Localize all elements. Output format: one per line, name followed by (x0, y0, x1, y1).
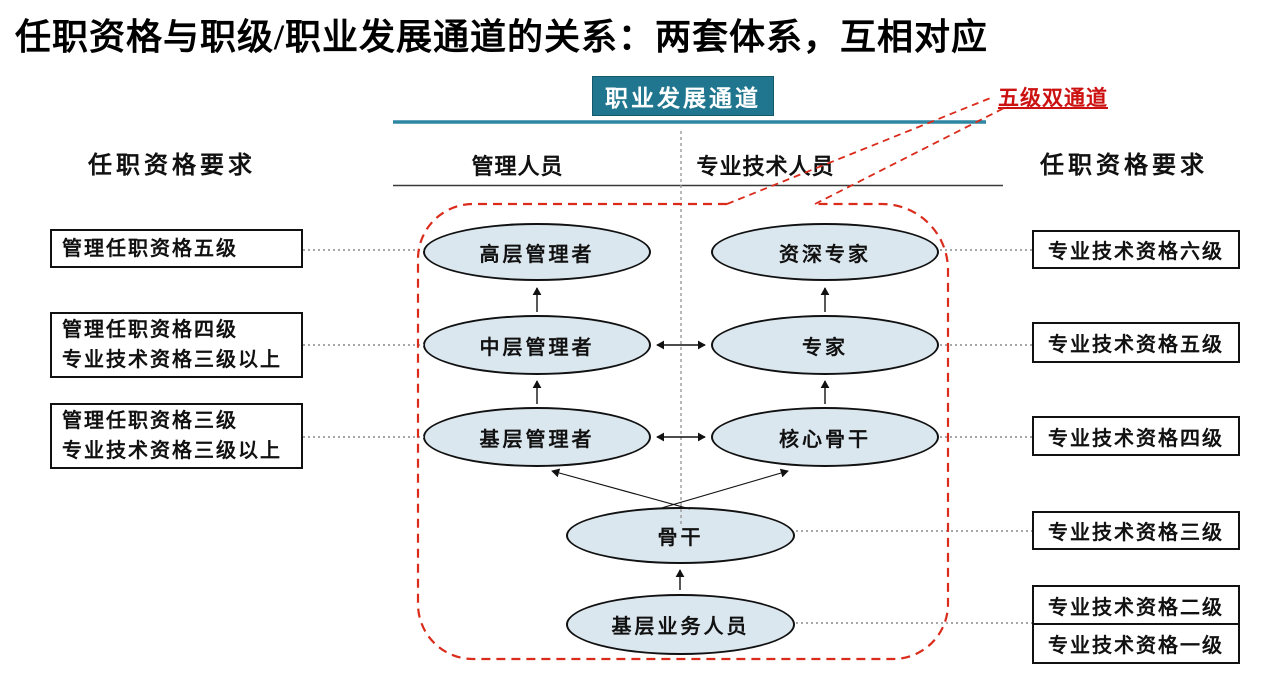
node-backbone: 骨干 (566, 507, 795, 564)
channel-header-box: 职业发展通道 (592, 76, 774, 116)
requirement-text: 专业技术资格三级以上 (62, 440, 282, 462)
professional-requirement-box-level2: 专业技术资格二级 (1032, 585, 1240, 625)
management-requirement-box-level3: 管理任职资格三级 专业技术资格三级以上 (50, 403, 303, 469)
requirement-text: 管理任职资格三级 (62, 410, 238, 432)
node-entry-staff: 基层业务人员 (566, 594, 795, 655)
callout-label: 五级双通道 (998, 86, 1108, 110)
node-senior-manager: 高层管理者 (423, 223, 651, 281)
management-requirement-box-level4: 管理任职资格四级 专业技术资格三级以上 (50, 312, 303, 378)
management-requirement-box-level5: 管理任职资格五级 (50, 229, 303, 268)
node-senior-expert: 资深专家 (711, 223, 939, 281)
node-core-backbone: 核心骨干 (711, 407, 939, 467)
node-expert: 专家 (711, 315, 939, 375)
arrow-backbone-to-frontline-manager (551, 468, 691, 510)
left-requirements-header: 任职资格要求 (88, 153, 256, 179)
professional-column-header: 专业技术人员 (696, 154, 835, 179)
node-frontline-manager: 基层管理者 (423, 407, 651, 467)
requirement-text: 专业技术资格三级以上 (62, 349, 282, 371)
professional-requirement-box-level3: 专业技术资格三级 (1032, 511, 1240, 550)
professional-requirement-box-level6: 专业技术资格六级 (1032, 230, 1240, 269)
requirement-text: 管理任职资格四级 (62, 319, 238, 341)
right-requirements-header: 任职资格要求 (1040, 153, 1208, 179)
professional-requirement-box-level4: 专业技术资格四级 (1032, 416, 1240, 456)
node-middle-manager: 中层管理者 (423, 315, 651, 375)
professional-requirement-box-level1: 专业技术资格一级 (1032, 623, 1240, 664)
requirement-text: 管理任职资格五级 (62, 237, 238, 260)
slide-title: 任职资格与职级/职业发展通道的关系：两套体系，互相对应 (15, 17, 989, 57)
arrow-backbone-to-core-backbone (657, 468, 789, 510)
channel-header-label: 职业发展通道 (605, 86, 761, 111)
professional-requirement-box-level5: 专业技术资格五级 (1032, 322, 1240, 363)
management-column-header: 管理人员 (471, 154, 564, 179)
